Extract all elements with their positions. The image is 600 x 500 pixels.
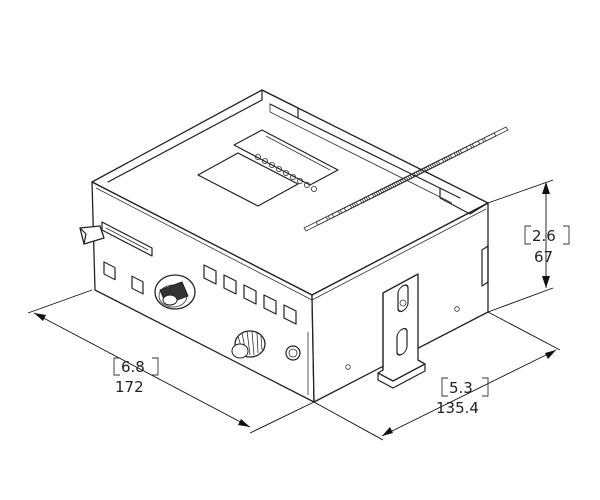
depth-mm: 135.4 (436, 399, 479, 417)
vent-slot (455, 140, 481, 156)
vent-slot (483, 126, 509, 142)
card-slot (101, 221, 153, 257)
front-button[interactable] (263, 294, 277, 315)
length-inches: 6.8 (121, 358, 145, 376)
vent-slot (399, 168, 425, 184)
latch-tab (79, 225, 105, 245)
mounting-bracket (345, 245, 489, 389)
vent-slot (427, 154, 453, 170)
vent-slot (471, 132, 497, 148)
height-mm: 67 (534, 248, 553, 266)
front-button-2 (131, 275, 144, 295)
front-button-1 (103, 261, 116, 281)
front-panel (79, 221, 309, 395)
dimension-height: 2.6 67 (487, 179, 570, 313)
vent-slots (303, 126, 509, 232)
top-rails (107, 89, 489, 215)
button-row (203, 264, 297, 325)
top-window (197, 129, 339, 207)
selector-knob[interactable] (154, 274, 196, 310)
dimension-depth: 5.3 135.4 (313, 311, 561, 441)
vent-slot (459, 138, 485, 154)
volume-knob[interactable] (231, 330, 266, 359)
front-button[interactable] (243, 284, 257, 305)
led-row (254, 153, 317, 192)
front-button[interactable] (203, 264, 217, 285)
length-mm: 172 (115, 378, 144, 396)
front-button[interactable] (223, 274, 237, 295)
front-button[interactable] (283, 304, 297, 325)
dimension-length: 6.8 172 (27, 289, 315, 434)
top-label-plate (197, 152, 299, 207)
depth-inches: 5.3 (449, 379, 473, 397)
height-inches: 2.6 (532, 227, 556, 245)
audio-jack (285, 345, 301, 361)
